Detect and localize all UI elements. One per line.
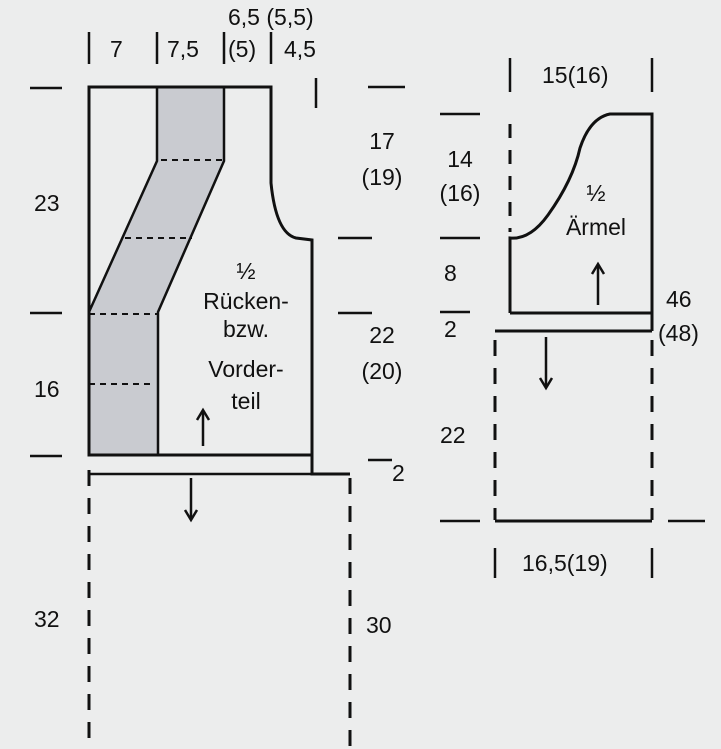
body-right-height-2: 22 <box>369 322 395 348</box>
body-arrow-up <box>195 407 211 446</box>
band-inner-line <box>87 87 159 313</box>
lower-section-dashed <box>87 470 352 749</box>
body-left-height-3: 32 <box>34 606 60 632</box>
body-label-line3: Vorder- <box>208 356 284 382</box>
body-label-line2: bzw. <box>222 316 270 342</box>
body-top-width-1: 7 <box>110 36 123 62</box>
hem-step-line <box>310 455 350 476</box>
body-top-width-4: 4,5 <box>284 36 316 62</box>
sleeve-dimension-marks <box>440 58 705 578</box>
body-left-height-1: 23 <box>34 190 60 216</box>
body-left-height-2: 16 <box>34 376 60 402</box>
sleeve-label-name: Ärmel <box>565 214 627 240</box>
body-label-line1: Rücken- <box>203 288 289 314</box>
body-right-height-1: 17 <box>369 128 395 154</box>
body-right-dimension-marks <box>338 85 405 462</box>
shaded-band-area <box>89 87 224 455</box>
sleeve-side-width-b: (48) <box>658 320 699 346</box>
band-outer-line <box>156 87 226 455</box>
sleeve-cap-height: 14 <box>447 146 473 172</box>
body-right-height-2b: (20) <box>361 358 403 384</box>
sleeve-label-half: ½ <box>586 180 606 206</box>
body-arrow-down <box>183 478 199 523</box>
sleeve-top-width: 15(16) <box>542 62 609 88</box>
sleeve-arrow-up <box>590 261 606 305</box>
body-top-width-3b: (5) <box>228 36 257 62</box>
body-hem-step: 2 <box>392 460 405 486</box>
sleeve-arm-height: 8 <box>444 260 457 286</box>
body-label-line4: teil <box>231 388 261 414</box>
top-dimension-ticks <box>87 32 318 108</box>
body-right-height-3: 30 <box>366 612 392 638</box>
body-top-width-3: 6,5 (5,5) <box>228 4 314 30</box>
sleeve-cap-height-b: (16) <box>439 180 481 206</box>
sleeve-arrow-down <box>538 337 554 391</box>
body-label-half: ½ <box>236 258 256 284</box>
sleeve-cuff-step: 2 <box>444 316 457 342</box>
sleeve-cap-outline <box>508 112 654 313</box>
body-top-width-2: 7,5 <box>167 36 199 62</box>
body-right-height-1b: (19) <box>361 164 403 190</box>
band-dashed-lines <box>89 159 222 385</box>
left-dimension-marks <box>30 86 62 458</box>
sleeve-lower-dashed <box>493 340 654 520</box>
sleeve-side-width: 46 <box>666 286 692 312</box>
body-outline <box>87 85 314 457</box>
sleeve-lower-height: 22 <box>440 422 466 448</box>
sleeve-bottom-width: 16,5(19) <box>522 550 608 576</box>
